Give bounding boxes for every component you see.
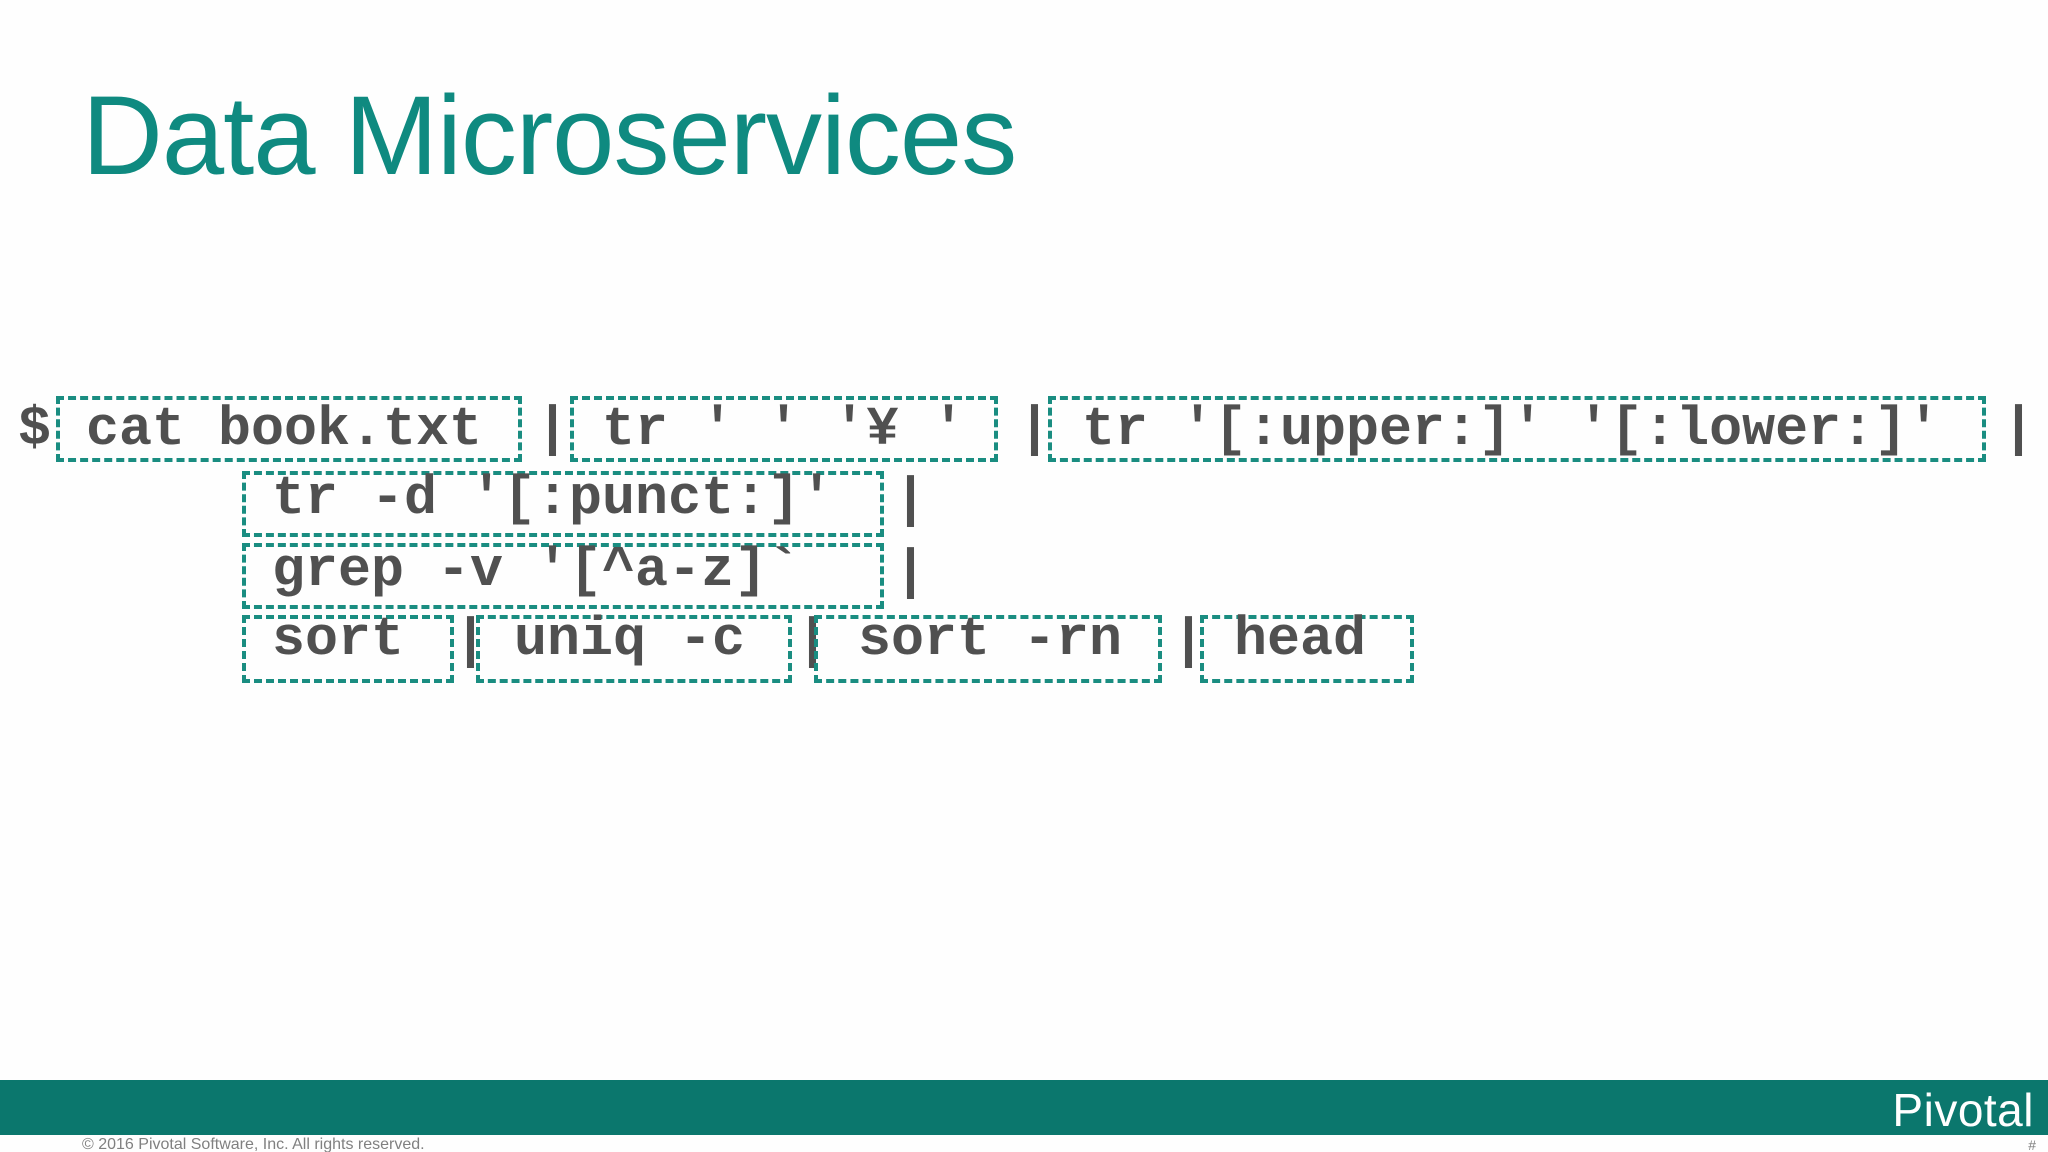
grep-command-box	[242, 543, 884, 609]
sort-command-text: sort	[272, 608, 405, 671]
tr-space-command-box	[570, 396, 998, 462]
sort-rn-command-box	[814, 615, 1162, 683]
pipe-symbol: |	[1018, 398, 1052, 461]
tr-case-command-box	[1048, 396, 1986, 462]
pipe-symbol: |	[2002, 398, 2036, 461]
tr-space-command-text: tr ' ' '¥ '	[602, 398, 966, 461]
uniq-command-text: uniq -c	[514, 608, 746, 671]
head-command-text: head	[1234, 608, 1367, 671]
pivotal-logo: Pivotal	[1892, 1084, 2034, 1136]
tr-case-command-text: tr '[:upper:]' '[:lower:]'	[1082, 398, 1941, 461]
uniq-command-box	[476, 615, 792, 683]
copyright-notice: © 2016 Pivotal Software, Inc. All rights…	[82, 1136, 425, 1152]
footer-bar	[0, 1080, 2048, 1135]
sort-command-box	[242, 615, 454, 683]
head-command-box	[1200, 615, 1414, 683]
pipe-symbol: |	[796, 610, 830, 673]
pipe-symbol: |	[894, 541, 928, 604]
pipe-symbol: |	[536, 398, 570, 461]
cat-command-box	[56, 396, 522, 462]
cat-command-text: cat book.txt	[86, 398, 483, 461]
sort-rn-command-text: sort -rn	[858, 608, 1123, 671]
pipe-symbol: |	[894, 469, 928, 532]
pipe-symbol: |	[454, 610, 488, 673]
slide-title: Data Microservices	[82, 73, 1017, 198]
grep-command-text: grep -v '[^a-z]`	[272, 539, 801, 602]
shell-prompt: $	[18, 398, 52, 461]
tr-punct-command-box	[242, 471, 884, 537]
page-number: #	[2028, 1137, 2036, 1152]
pipe-symbol: |	[1172, 610, 1206, 673]
tr-punct-command-text: tr -d '[:punct:]'	[272, 467, 834, 530]
